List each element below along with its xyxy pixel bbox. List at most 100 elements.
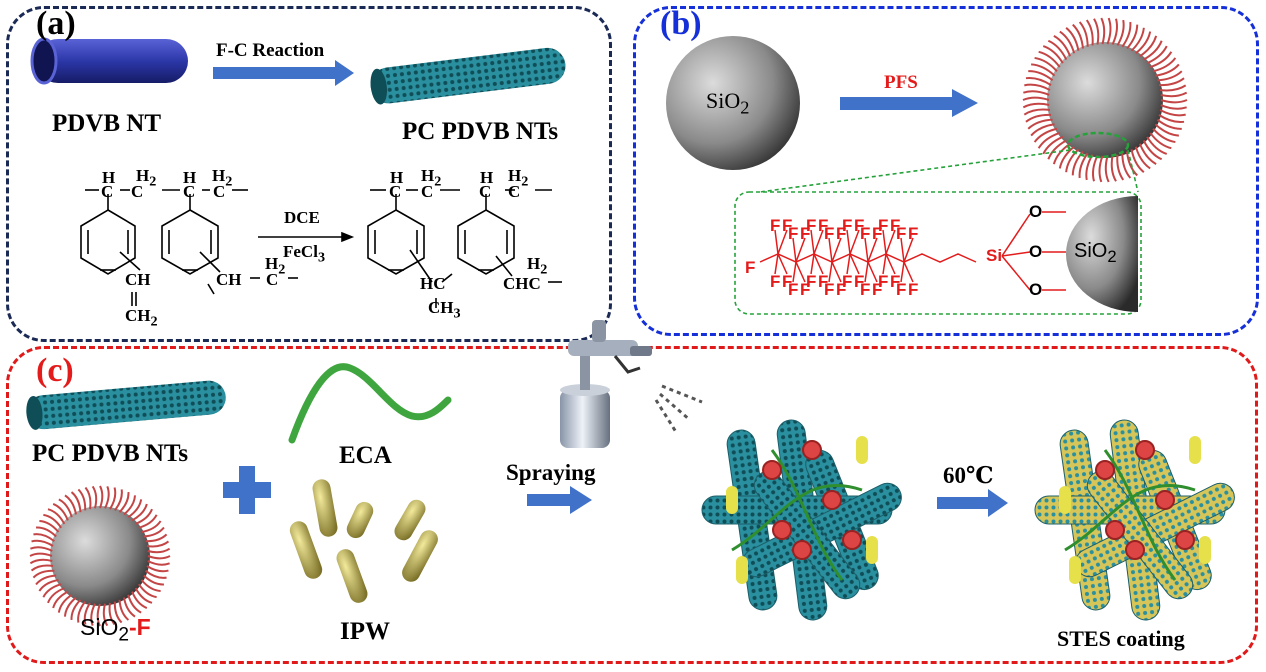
o-atom: O (1029, 242, 1043, 261)
plus-sign (223, 466, 271, 514)
chem-h2: H2 (527, 254, 548, 278)
fluorine-atom: F (800, 280, 811, 299)
fc-reaction-arrow (213, 60, 354, 86)
fluorine-atom: F (824, 224, 835, 243)
spray-gun-icon (560, 320, 703, 448)
sio2-sphere (666, 36, 800, 170)
fluorine-atom: F (806, 272, 817, 291)
fluorine-bonds (774, 229, 914, 283)
chem-c: C (183, 182, 196, 201)
chem-c: C (213, 182, 226, 201)
fluorine-atom: F (890, 216, 901, 235)
chemical-structures (80, 189, 562, 308)
fluorine-atom: F (860, 280, 871, 299)
fluorine-atom: F (770, 272, 781, 291)
o-atom: O (1029, 280, 1043, 299)
fluorine-atom: F (878, 272, 889, 291)
composite-network (701, 419, 902, 621)
spraying-label: Spraying (506, 460, 596, 485)
eca-label: ECA (339, 442, 392, 469)
chem-h2: H2 (265, 254, 286, 278)
fluorine-atom: F (745, 258, 756, 277)
ipw-label: IPW (340, 618, 390, 645)
o-atom: O (1029, 202, 1043, 221)
chem-chc: CHC (503, 274, 541, 293)
fluorine-atom: F (800, 224, 811, 243)
pdvb-nt-label: PDVB NT (52, 110, 162, 137)
panel-b (633, 6, 1259, 336)
pfs-arrow (840, 89, 978, 117)
eca-strand (288, 363, 452, 444)
heating-arrow (937, 489, 1008, 517)
chem-h: H (183, 168, 197, 187)
fluorine-atom: F (908, 224, 919, 243)
fluorine-atom: F (890, 272, 901, 291)
chem-h2: H2 (508, 166, 529, 190)
stes-coating-label: STES coating (1057, 626, 1185, 651)
fluorine-atom: F (842, 216, 853, 235)
chem-ch: CH (216, 270, 242, 289)
fluorine-atom: F (896, 280, 907, 299)
panel-b-label: (b) (660, 5, 702, 42)
chem-c: C (421, 182, 434, 201)
sio2-f-label: SiO2-F (80, 614, 151, 646)
chem-c: C (479, 182, 492, 201)
panel-a (6, 6, 612, 342)
ipw-rods (289, 479, 438, 603)
fluorine-atom: F (836, 280, 847, 299)
pc-pdvb-nt-tube (370, 47, 566, 105)
fluorine-atom: F (770, 216, 781, 235)
fc-reaction-label: F-C Reaction (216, 40, 325, 61)
si-atom: Si (986, 246, 1003, 265)
fluorine-atom: F (842, 272, 853, 291)
fluorine-atom: F (824, 280, 835, 299)
pc-pdvb-nts-label: PC PDVB NTs (402, 118, 559, 145)
chem-h2: H2 (421, 166, 442, 190)
chem-h2: H2 (136, 166, 157, 190)
chem-c: C (101, 182, 114, 201)
fluorine-atom: F (854, 272, 865, 291)
fluorine-atom: F (788, 224, 799, 243)
fluorine-atom: F (860, 224, 871, 243)
temperature-label: 60℃ (943, 463, 994, 488)
chem-c: C (508, 182, 521, 201)
reagent-dce: DCE (284, 208, 320, 227)
fluorine-atom: F (806, 216, 817, 235)
inset-sio2-sphere (1066, 196, 1138, 312)
fluorine-atom: F (782, 216, 793, 235)
chem-c: C (266, 270, 279, 289)
chem-c: C (131, 182, 144, 201)
sio2-f-sphere (29, 485, 171, 627)
inset-sio2-label: SiO2 (1074, 240, 1117, 266)
chem-ch: CH (125, 270, 151, 289)
chem-hc: HC (420, 274, 446, 293)
fluorine-atom: F (872, 224, 883, 243)
sio2-label: SiO2 (706, 88, 750, 118)
panel-c-label: (c) (36, 352, 74, 389)
chem-ch3: CH3 (428, 298, 461, 322)
spraying-arrow (527, 486, 592, 514)
pdvb-nt-tube (30, 37, 188, 85)
panel-a-label: (a) (36, 5, 76, 42)
chem-h: H (390, 168, 404, 187)
fluorine-atom: F (836, 224, 847, 243)
fluorine-atom: F (878, 216, 889, 235)
fluorinated-sio2-sphere (1022, 17, 1188, 183)
pc-pdvb-nts-item-label: PC PDVB NTs (32, 440, 189, 467)
reagent-fecl3: FeCl3 (283, 242, 326, 266)
chem-ch2: CH2 (125, 306, 158, 330)
chem-c: C (389, 182, 402, 201)
chem-h: H (480, 168, 494, 187)
fluorine-atom: F (872, 280, 883, 299)
fluorine-atom: F (782, 272, 793, 291)
fluorine-atom: F (908, 280, 919, 299)
pfs-label: PFS (884, 72, 918, 93)
fluorine-atom: F (896, 224, 907, 243)
fluorine-atom: F (788, 280, 799, 299)
pc-pdvb-nts-item (26, 380, 226, 430)
fluorine-atom: F (854, 216, 865, 235)
chem-h2: H2 (212, 166, 233, 190)
chem-h: H (102, 168, 116, 187)
fluorine-atom: F (818, 272, 829, 291)
